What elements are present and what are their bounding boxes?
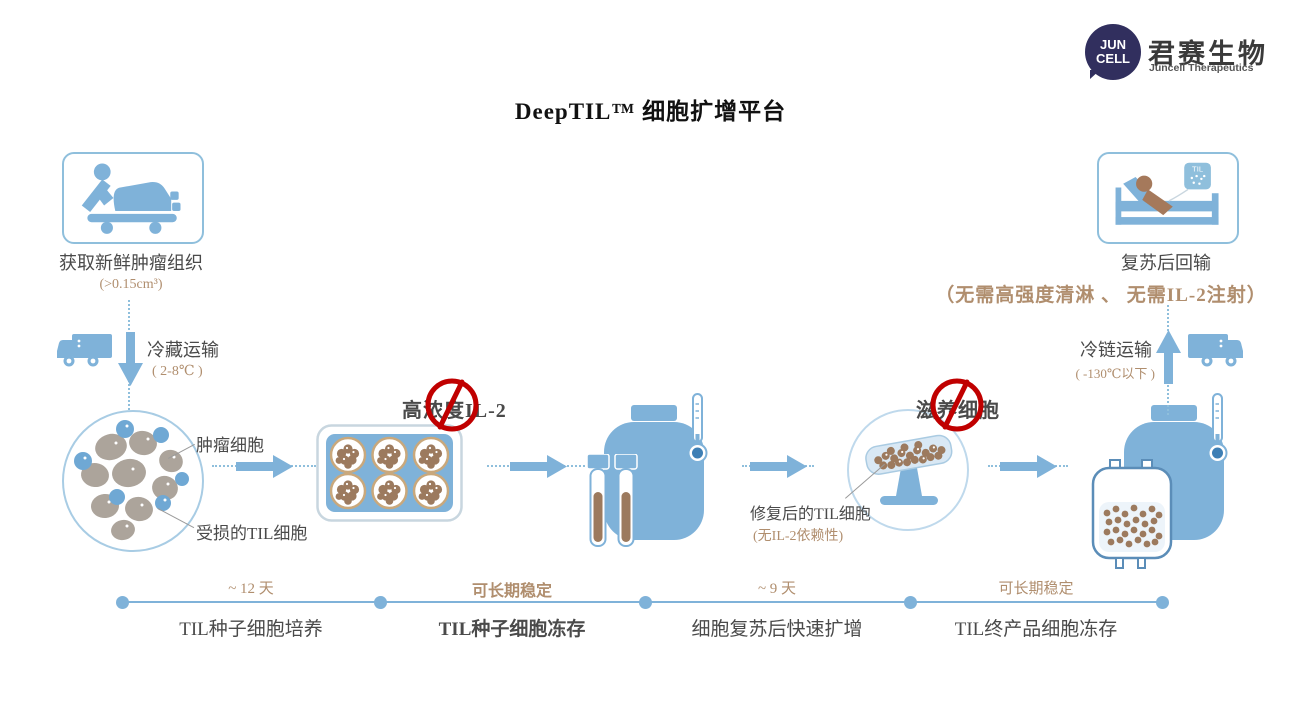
- surgery-bed-box: [62, 152, 204, 244]
- prohibition-icon: [928, 376, 986, 434]
- timeline-dot: [1155, 596, 1169, 609]
- logo-badge-top: JUN: [1099, 37, 1126, 52]
- logo-tail: [1090, 70, 1100, 79]
- cell-product-bag-icon: [1091, 459, 1173, 569]
- logo-company-name-en: Juncell Therapeutics: [1149, 62, 1254, 74]
- chain-truck-icon: [1188, 334, 1243, 367]
- repaired-til-label: 修复后的TIL细胞: [750, 506, 871, 523]
- damaged-til-label: 受损的TIL细胞: [196, 524, 308, 543]
- patient-bed-box: TIL: [1097, 152, 1239, 244]
- timeline-duration-2: 可长期稳定: [471, 583, 552, 600]
- iv-bag-label: TIL: [1192, 164, 1203, 173]
- down-arrow-icon: [118, 332, 143, 386]
- right-arrow-icon: [999, 454, 1057, 478]
- acquire-tissue-label: 获取新鲜肿瘤组织: [59, 253, 203, 273]
- timeline-phase-1: TIL种子细胞培养: [179, 619, 323, 640]
- timeline-duration-1: ~ 12 天: [228, 581, 274, 597]
- flow-arrow-4: [988, 449, 1068, 483]
- culture-plate-icon: [316, 424, 463, 522]
- reinfusion-note: （无需高强度清淋 、 无需IL-2注射）: [935, 285, 1267, 306]
- thermometer-icon: [687, 393, 708, 463]
- patient-bed-icon: TIL: [1115, 162, 1219, 225]
- timeline-dot: [115, 596, 129, 609]
- cold-transport-label: 冷藏运输: [147, 340, 219, 360]
- tumor-tissue-icon: [62, 410, 204, 552]
- timeline-phase-4: TIL终产品细胞冻存: [954, 619, 1118, 640]
- timeline-phase-2: TIL种子细胞冻存: [438, 619, 586, 640]
- chain-transport-temp: ( -130℃以下 ): [1075, 366, 1155, 381]
- repaired-til-sub: (无IL-2依赖性): [753, 529, 844, 544]
- page-title: DeepTIL™ 细胞扩增平台: [514, 99, 787, 124]
- feeder-free-flask-icon: [847, 409, 969, 531]
- prohibition-icon: [423, 376, 481, 434]
- tumor-cell-label: 肿瘤细胞: [196, 436, 264, 455]
- right-arrow-icon: [235, 454, 293, 478]
- reinfusion-label: 复苏后回输: [1121, 253, 1211, 273]
- cryo-vial-icon: [586, 454, 610, 547]
- timeline-dot: [638, 596, 652, 609]
- logo-company-name: 君赛生物: [1148, 39, 1268, 69]
- surgery-bed-icon: [81, 163, 181, 234]
- timeline-duration-4: 可长期稳定: [998, 581, 1074, 597]
- chain-transport-label: 冷链运输: [1080, 340, 1152, 360]
- right-arrow-icon: [509, 454, 567, 478]
- cold-truck-icon: [57, 334, 112, 367]
- cryo-vial-icon: [614, 454, 638, 547]
- up-arrow-icon: [1156, 330, 1181, 384]
- flow-arrow-2: [487, 449, 589, 483]
- timeline-duration-3: ~ 9 天: [757, 581, 797, 597]
- acquire-tissue-size: (>0.15cm³): [99, 277, 163, 292]
- timeline-phase-3: 细胞复苏后快速扩增: [691, 619, 863, 640]
- logo-badge-bottom: CELL: [1096, 51, 1130, 66]
- timeline-dot: [373, 596, 387, 609]
- cold-transport-temp: ( 2-8℃ ): [152, 364, 203, 379]
- thermometer-icon: [1207, 393, 1228, 463]
- right-arrow-icon: [749, 454, 807, 478]
- flow-arrow-1: [212, 449, 316, 483]
- flow-arrow-3: [742, 449, 814, 483]
- timeline-dot: [903, 596, 917, 609]
